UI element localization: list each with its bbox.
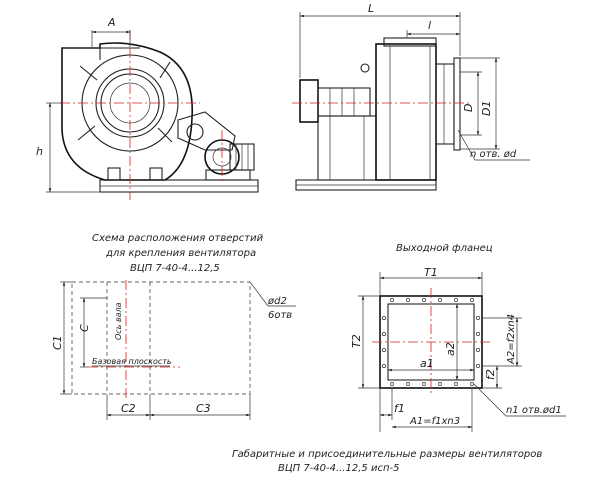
dim-a2: a2	[444, 342, 457, 356]
dim-C3: C3	[196, 402, 211, 415]
dim-h: h	[36, 145, 43, 158]
dim-C1: C1	[51, 335, 64, 350]
flange-holes	[382, 298, 480, 386]
base-plane-label: Базовая плоскость	[92, 357, 172, 366]
dim-l: l	[428, 19, 431, 32]
dim-A2: A2=f2xn4	[506, 314, 517, 365]
dim-f1: f1	[394, 402, 405, 415]
dim-C: C	[78, 324, 91, 332]
dim-T2: T2	[350, 334, 363, 348]
dim-C2: C2	[121, 402, 136, 415]
dim-D1: D1	[480, 101, 493, 116]
dim-L: L	[368, 2, 374, 15]
hole-scheme-title-1: Схема расположения отверстий	[92, 233, 264, 244]
volute-casing	[61, 42, 194, 181]
dim-T1: T1	[424, 266, 438, 279]
dim-D: D	[462, 104, 475, 112]
side-holes-label: n отв. ød	[470, 149, 517, 160]
flange-title: Выходной фланец	[396, 243, 493, 254]
dim-A: A	[107, 16, 116, 29]
shaft-axis-label: Ось вала	[114, 302, 123, 340]
side-motor-cap	[299, 79, 319, 123]
hole-dia-label: ød2	[267, 296, 287, 307]
dim-A1: A1=f1xn3	[409, 416, 460, 427]
side-view: L l D D1 n отв. ød	[292, 2, 530, 191]
hole-count-label: 6отв	[268, 310, 292, 321]
outlet-flange: Выходной фланец T1 T2 a	[350, 243, 566, 432]
side-casing	[375, 43, 437, 181]
mounting-rect	[71, 281, 251, 395]
hole-scheme: Схема расположения отверстий для креплен…	[51, 233, 296, 420]
flange-holes-label: n1 отв.ød1	[506, 405, 562, 416]
caption-line-2: ВЦП 7-40-4...12,5 исп-5	[278, 463, 399, 474]
hole-scheme-title-2: для крепления вентилятора	[105, 248, 256, 259]
front-view: A h	[36, 16, 259, 200]
hole-scheme-title-3: ВЦП 7-40-4...12,5	[130, 263, 220, 274]
dim-a1: a1	[420, 357, 434, 370]
dim-f2: f2	[484, 369, 497, 380]
caption-line-1: Габаритные и присоединительные размеры в…	[232, 448, 542, 460]
